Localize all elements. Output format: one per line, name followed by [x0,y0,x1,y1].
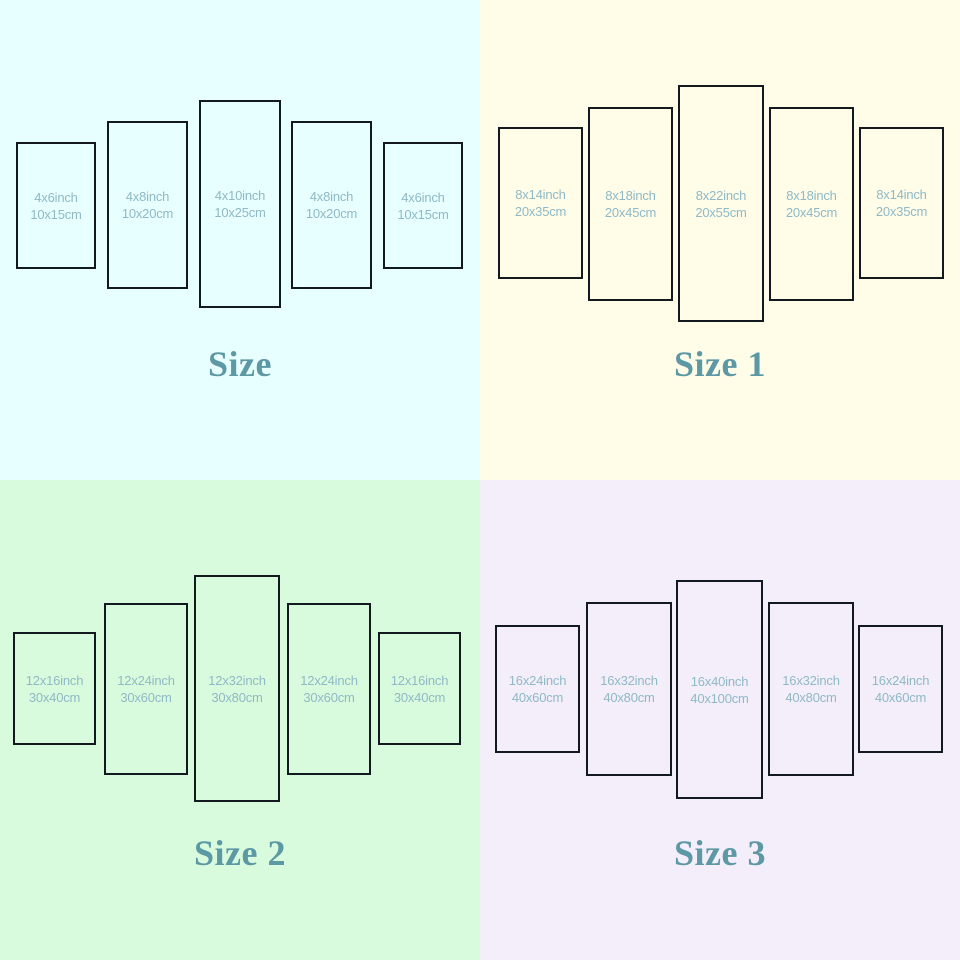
size-panel-label-inch: 4x8inch [125,189,170,204]
size-panel: 4x8inch 10x20cm [107,121,188,289]
size-panel-label-inch: 16x32inch [782,673,840,688]
size-panel-label-cm: 20x55cm [695,204,747,220]
size-panel-label-inch: 12x16inch [390,672,449,688]
size-panel-label-inch: 16x40inch [690,673,749,689]
size-panel-label-cm: 10x15cm [30,206,82,222]
size-panel-label-cm: 40x60cm [511,690,564,705]
quadrant-title-size-2: Size 2 [194,833,286,873]
size-panel-label-cm: 30x60cm [303,690,355,705]
quadrant-size-3: 16x24inch 40x60cm 16x32inch 40x80cm 16x40inc… [480,480,960,960]
quadrant-title-size: Size [208,344,272,384]
size-panel: 16x32inch 40x80cm [586,602,672,776]
size-panel-label-inch: 12x32inch [208,672,266,688]
size-panel-label-cm: 10x25cm [214,205,266,220]
size-panel-label: 4x10inch 10x25cm [214,187,266,221]
size-panel-label: 8x14inch 20x35cm [514,186,567,220]
size-panel-label: 16x32inch 40x80cm [600,672,658,706]
size-panel-label-cm: 30x40cm [393,689,446,705]
size-panel-label-cm: 20x35cm [514,204,567,219]
size-panel-label: 4x8inch 10x20cm [305,188,358,222]
size-panel-label-cm: 20x45cm [604,205,657,220]
size-panel-label: 8x14inch 20x35cm [875,186,928,220]
size-panel-label-cm: 30x40cm [28,689,81,705]
size-panel-label-cm: 30x60cm [120,690,172,705]
size-panel-label: 4x8inch 10x20cm [121,188,174,222]
size-panel-label: 16x32inch 40x80cm [782,672,840,706]
size-panel: 8x18inch 20x45cm [588,107,673,301]
quadrant-title-size-3: Size 3 [674,833,766,873]
size-panel-label-cm: 10x15cm [397,206,449,222]
size-panel-label-inch: 16x24inch [508,673,567,688]
size-panel-label-inch: 12x24inch [117,673,175,688]
size-panel: 16x24inch 40x60cm [858,625,943,753]
size-panel: 16x32inch 40x80cm [768,602,854,776]
size-panel-label-inch: 8x14inch [876,187,927,202]
size-panel-label: 16x24inch 40x60cm [871,672,930,706]
size-panel-label: 8x18inch 20x45cm [785,187,838,221]
size-panel-label-cm: 40x60cm [874,690,927,705]
size-panel-label: 12x24inch 30x60cm [117,672,175,706]
size-panel-label: 12x24inch 30x60cm [300,672,358,706]
size-panel-label-inch: 8x18inch [605,188,656,203]
size-panel-label-cm: 10x20cm [121,206,174,221]
panel-group-size-3: 16x24inch 40x60cm 16x32inch 40x80cm 16x40inc… [480,480,960,960]
size-panel-label-inch: 8x22inch [695,187,747,203]
size-panel-label-inch: 16x32inch [600,673,658,688]
size-panel-label-inch: 4x10inch [214,188,266,203]
size-panel-label: 8x18inch 20x45cm [604,187,657,221]
size-panel-label-inch: 16x24inch [871,673,930,688]
size-panel-label-inch: 12x24inch [300,673,358,688]
size-panel-label-cm: 20x35cm [875,204,928,219]
size-panel: 8x18inch 20x45cm [769,107,854,301]
size-panel-label-inch: 4x8inch [309,189,354,204]
quadrant-title-size-1: Size 1 [674,344,766,384]
size-panel-label-cm: 40x80cm [603,690,655,705]
size-panel-label-inch: 8x18inch [786,188,837,203]
size-panel: 8x14inch 20x35cm [859,127,944,279]
size-panel: 4x8inch 10x20cm [291,121,372,289]
size-panel: 12x24inch 30x60cm [287,603,371,775]
size-panel-label: 16x24inch 40x60cm [508,672,567,706]
size-panel: 8x14inch 20x35cm [498,127,583,279]
size-panel-label-cm: 40x80cm [785,690,837,705]
size-panel-label-cm: 10x20cm [305,206,358,221]
size-panel: 4x10inch 10x25cm [199,100,281,308]
size-panel-label-cm: 20x45cm [785,205,838,220]
size-panel: 12x24inch 30x60cm [104,603,188,775]
size-panel-label-inch: 4x6inch [34,189,78,205]
size-panel-label-cm: 40x100cm [690,690,749,706]
size-panel: 16x24inch 40x60cm [495,625,580,753]
size-panel-label-cm: 30x80cm [211,689,263,705]
size-panel-label-inch: 12x16inch [25,672,84,688]
size-panel-label-inch: 4x6inch [401,189,445,205]
size-panel-label-inch: 8x14inch [515,187,566,202]
